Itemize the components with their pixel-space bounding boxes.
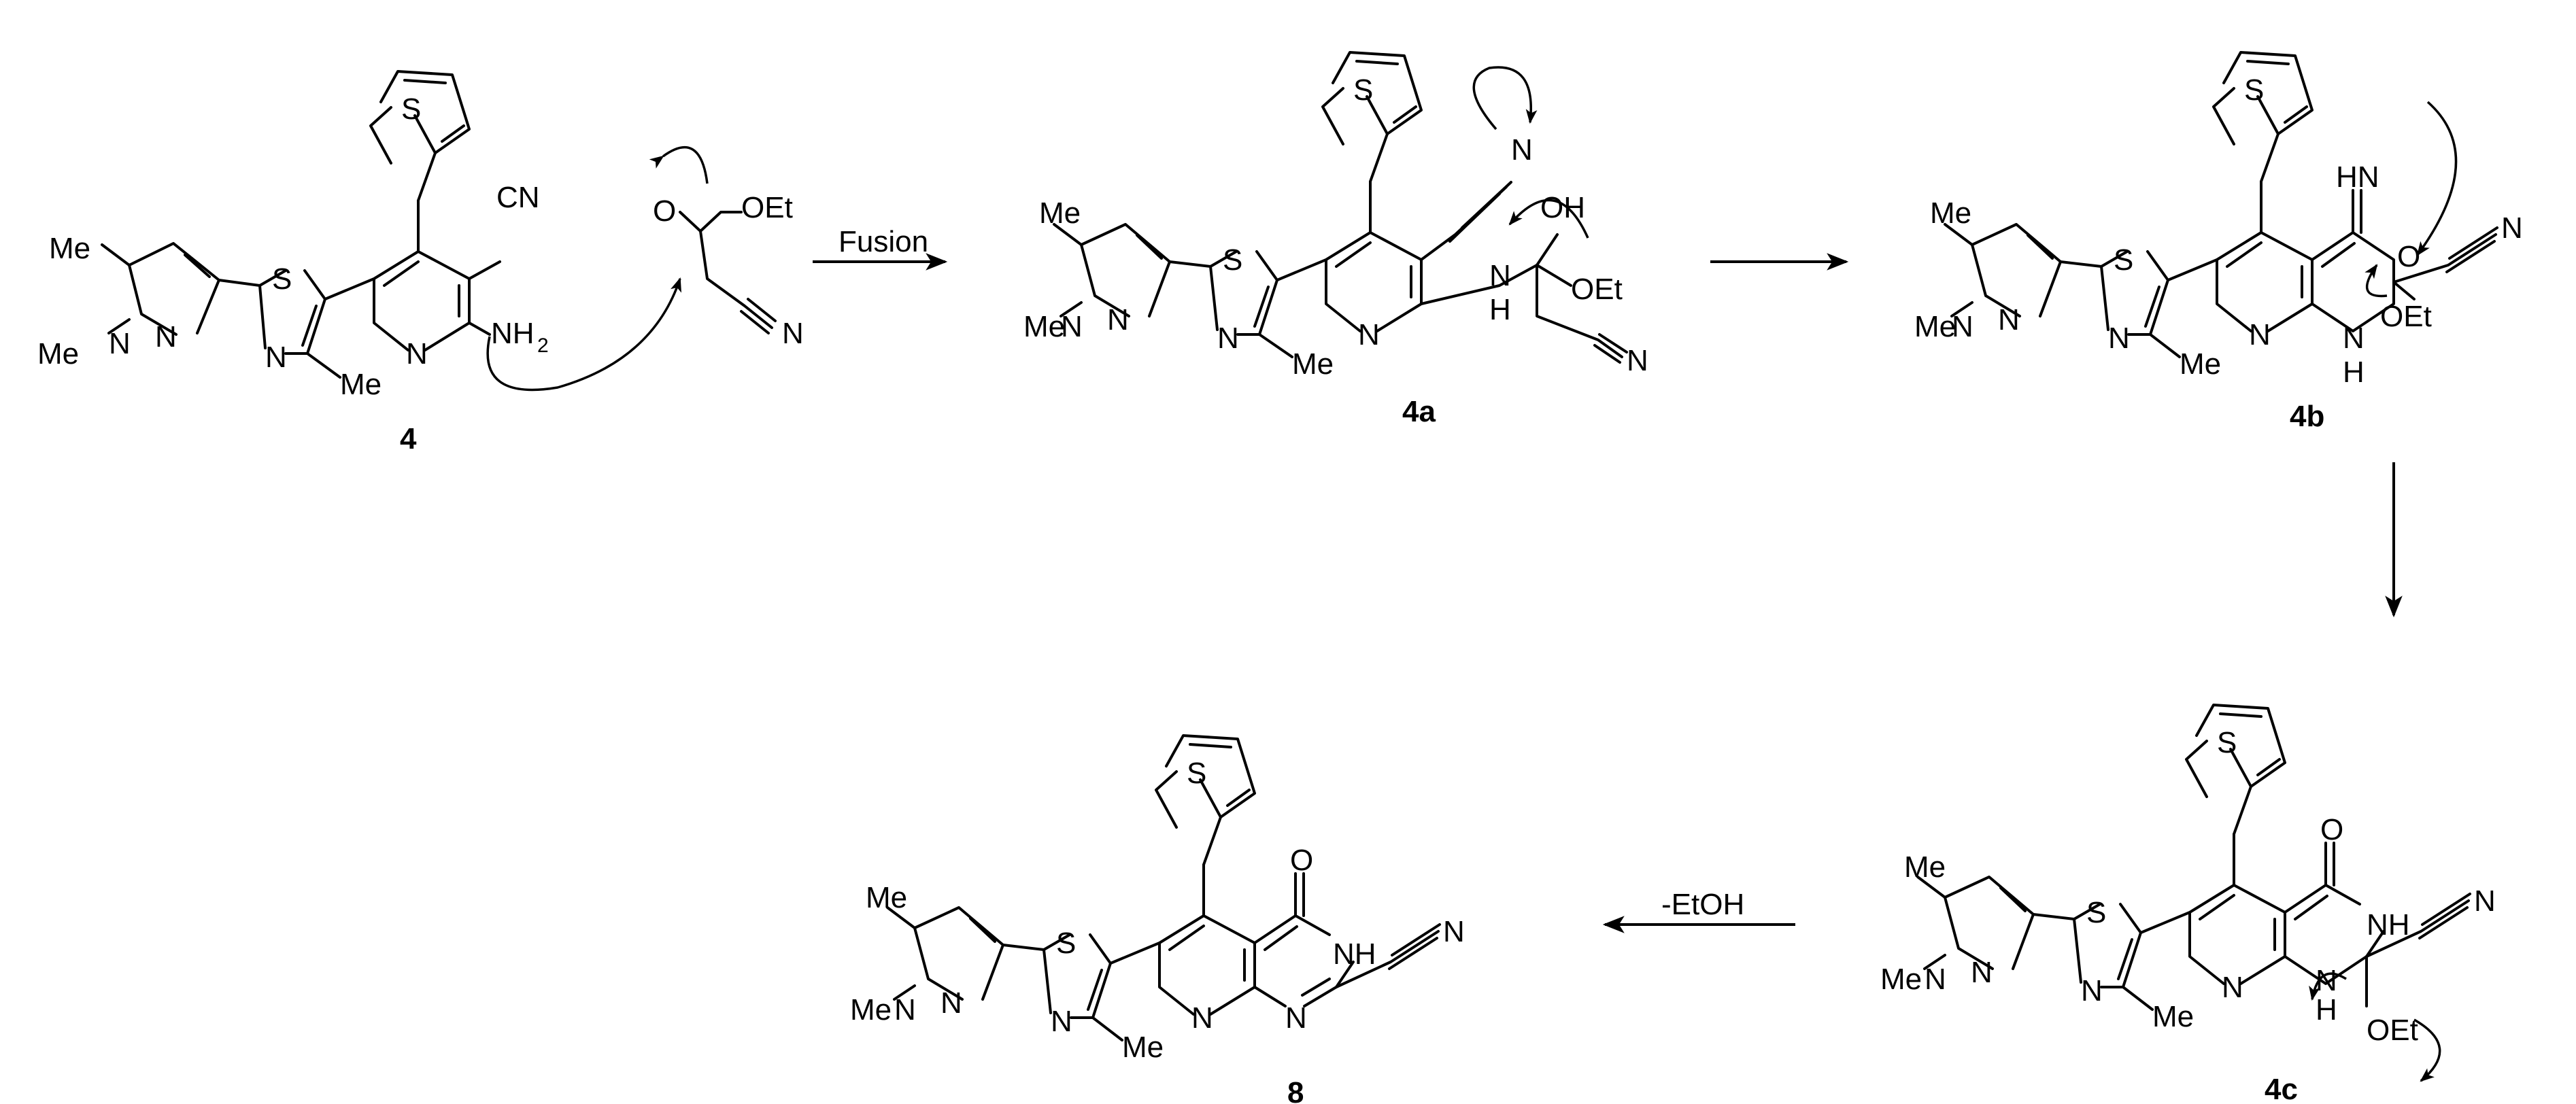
methyl-label: Me [1930,196,1971,230]
atom-n-pyridine: N [1191,1001,1213,1035]
pyrazole-ring [101,242,220,336]
methyl-label: Me [37,337,79,370]
atom-n-pyrazole-1: N [109,327,131,360]
atom-n-thiazole: N [2081,974,2103,1007]
atom-s-thiazole: S [1223,243,1242,277]
atom-s-thiazole: S [2086,896,2106,929]
atom-n-pyridine: N [2222,971,2243,1004]
ethoxy-label: OEt [1571,273,1623,306]
methyl-label: Me [1880,963,1922,996]
methyl-label: Me [2152,1000,2194,1033]
compound-label-4c: 4c [2265,1073,2298,1104]
thiophene-ring [369,70,471,202]
atom-n-thiazole: N [1051,1005,1072,1038]
atom-n-ring: N [2343,322,2365,355]
methyl-label: Me [340,368,382,401]
atom-n-nitrile: N [1443,915,1465,948]
atom-n-pyrazole-2: N [1107,303,1129,337]
compound-label-4a: 4a [1402,395,1436,428]
ester-label: OEt [741,191,793,224]
imine-label: HN [2336,160,2379,194]
atom-s-thiophene: S [401,92,421,126]
amide-nh-label: NH [2367,908,2410,942]
condition-fusion: Fusion [838,225,928,258]
atom-n-thiazole: N [2108,322,2130,355]
atom-s-thiophene: S [1353,73,1373,107]
methyl-label: Me [866,881,907,914]
atom-n-pyrazole-1: N [1925,963,1946,996]
atom-n-pyridine: N [2249,318,2271,351]
atom-n-nitrile: N [1511,133,1533,167]
atom-n-pyridine: N [406,337,428,370]
reaction-arrow-1: Fusion [813,225,948,271]
methyl-label: Me [1292,347,1334,381]
atom-n-pyrazole-2: N [1971,956,1993,989]
atom-s-thiazole: S [272,262,292,296]
nitrile-label: CN [496,181,540,214]
atom-s-thiazole: S [1056,927,1076,960]
compound-label-4: 4 [400,422,417,455]
atom-n-nitrile: N [2474,884,2496,918]
atom-s-thiazole: S [2114,243,2133,277]
atom-n-pyrazole-1: N [1061,310,1083,343]
compound-4b-structure: S S N N N N Me Me Me HN O N H OEt N 4b [1914,51,2523,433]
amino-subscript: 2 [537,334,549,357]
atom-n-nitrile: N [782,317,804,350]
atom-n-amine: N [1489,259,1511,292]
ethoxy-label: OEt [2367,1014,2418,1047]
atom-n-thiazole: N [1217,322,1239,355]
atom-h-amine: H [1489,293,1511,326]
atom-o-carbonyl: O [2320,813,2343,846]
condition-minus-etoh: -EtOH [1661,888,1744,921]
reaction-arrow-4: -EtOH [1602,888,1795,933]
methyl-label: Me [1904,850,1946,884]
atom-o-carbonyl: O [1290,844,1313,877]
compound-label-4b: 4b [2290,400,2324,433]
atom-o-ring: O [2397,240,2420,273]
atom-n-pyridine: N [1358,318,1380,351]
atom-s-thiophene: S [2217,726,2237,759]
compound-4-structure: S S N N N N Me Me Me CN NH 2 4 [37,70,549,455]
methyl-label: Me [1914,310,1956,343]
ethoxy-label: OEt [2380,300,2432,333]
methyl-label: Me [1039,196,1081,230]
atom-s-thiophene: S [1187,757,1206,790]
methyl-label: Me [850,993,892,1027]
amide-nh-label: NH [1333,937,1376,971]
atom-n-nitrile: N [2501,211,2523,245]
ethyl-cyanoacetate-structure: O OEt N [486,145,804,392]
methyl-label: Me [1023,310,1065,343]
compound-label-8: 8 [1287,1076,1304,1104]
atom-n-pyrazole-1: N [1952,310,1973,343]
atom-n-ring: N [1285,1001,1307,1035]
atom-n-pyrazole-2: N [940,986,962,1020]
atom-h-ring: H [2316,993,2337,1027]
amino-label: NH [491,317,535,350]
methyl-label: Me [2180,347,2221,381]
atom-n-pyrazole-2: N [155,320,177,353]
atom-h-ring: H [2343,356,2365,389]
methyl-label: Me [49,232,90,265]
atom-o-carbonyl: O [653,194,676,228]
atom-n-nitrile-2: N [1627,344,1648,377]
thiazole-ring [218,269,341,379]
atom-n-pyrazole-1: N [894,993,916,1027]
atom-s-thiophene: S [2244,73,2264,107]
atom-n-pyrazole-2: N [1998,303,2020,337]
compound-4c-structure: S S N N N N Me Me Me O NH N H OEt N 4c [1880,704,2496,1104]
atom-n-thiazole: N [265,341,287,374]
compound-4a-structure: S S N N N N Me Me Me N N H OH OEt N 4a [1023,51,1648,428]
pyridine-ring [324,199,501,351]
compound-8-structure: S S N N N N Me Me Me O NH N N 8 [850,734,1465,1104]
methyl-label: Me [1122,1031,1164,1064]
